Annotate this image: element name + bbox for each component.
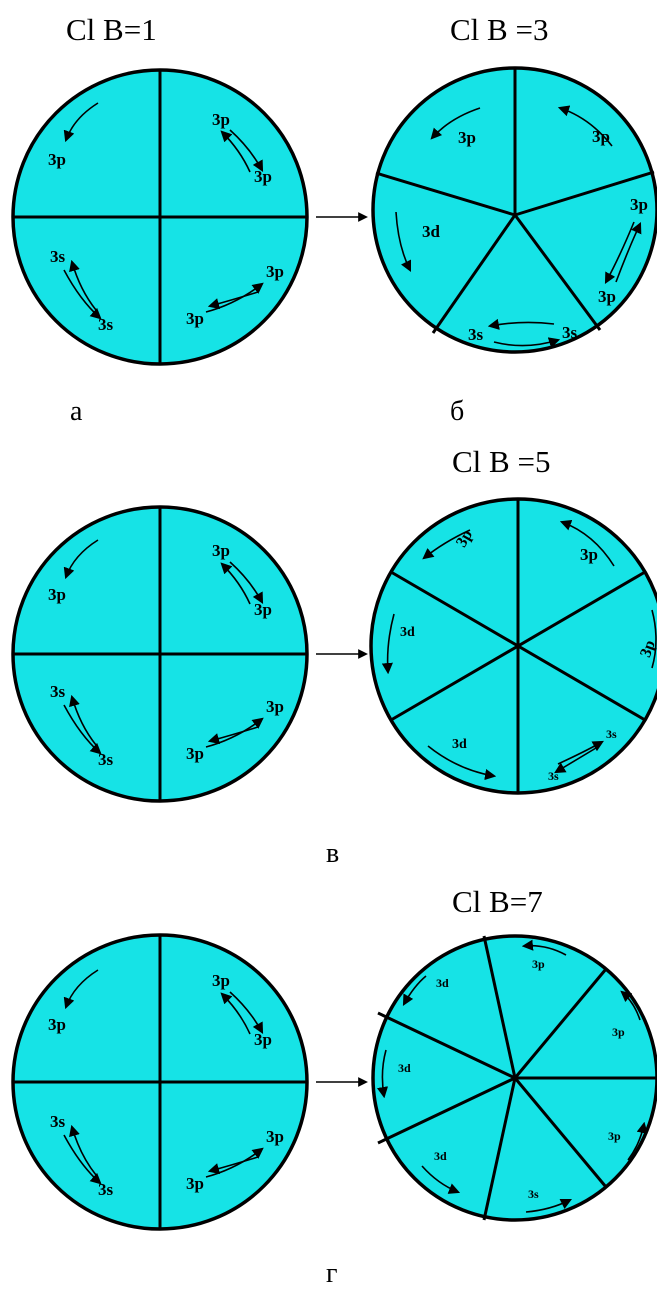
orbital-label: 3p xyxy=(186,1174,204,1193)
orbital-label: 3s xyxy=(468,325,484,344)
orbital-label: 3p xyxy=(458,128,476,147)
orbital-label: 3p xyxy=(212,971,230,990)
orbital-label: 3p xyxy=(254,600,272,619)
panel-b-title: Cl B =3 xyxy=(450,12,548,47)
orbital-label: 3p xyxy=(266,697,284,716)
circle-g-four-sectors: 3p 3p 3p 3s 3s 3p 3p xyxy=(13,935,307,1229)
label-v: в xyxy=(326,838,339,869)
circle-g-seven-sectors: 3p 3p 3p 3s 3d 3d 3d xyxy=(373,936,657,1220)
orbital-label: 3p xyxy=(186,744,204,763)
orbital-label: 3s xyxy=(606,727,617,741)
orbital-label: 3s xyxy=(50,682,66,701)
orbital-label: 3p xyxy=(266,262,284,281)
circle-a-four-sectors: 3p 3p 3p 3s 3s 3p 3p xyxy=(13,70,307,364)
orbital-label: 3p xyxy=(630,195,648,214)
circle-v-six-sectors: 3p 3p 3p 3s 3s 3d 3d xyxy=(371,499,657,793)
orbital-label: 3p xyxy=(212,110,230,129)
orbital-label: 3p xyxy=(48,150,66,169)
orbital-label: 3p xyxy=(266,1127,284,1146)
orbital-label: 3d xyxy=(422,222,441,241)
orbital-label: 3s xyxy=(98,750,114,769)
orbital-label: 3p xyxy=(48,1015,66,1034)
orbital-label: 3s xyxy=(562,323,578,342)
orbital-label: 3d xyxy=(400,625,415,640)
circle-v-four-sectors: 3p 3p 3p 3s 3s 3p 3p xyxy=(13,507,307,801)
orbital-label: 3p xyxy=(532,957,545,971)
orbital-label: 3p xyxy=(580,545,598,564)
label-a: а xyxy=(70,396,83,427)
label-g: г xyxy=(326,1258,337,1289)
orbital-label: 3p xyxy=(254,1030,272,1049)
panel-g-title: Cl B=7 xyxy=(452,884,543,919)
orbital-label: 3d xyxy=(398,1061,411,1075)
orbital-label: 3s xyxy=(98,315,114,334)
orbital-label: 3s xyxy=(50,1112,66,1131)
orbital-label: 3p xyxy=(608,1129,621,1143)
orbital-label: 3s xyxy=(528,1187,539,1201)
orbital-label: 3p xyxy=(186,309,204,328)
label-b: б xyxy=(450,396,464,427)
orbital-label: 3p xyxy=(254,167,272,186)
orbital-label: 3p xyxy=(592,127,610,146)
orbital-label: 3p xyxy=(48,585,66,604)
orbital-label: 3s xyxy=(98,1180,114,1199)
orbital-label: 3p xyxy=(212,541,230,560)
orbital-label: 3d xyxy=(434,1149,447,1163)
panel-a-title: Cl B=1 xyxy=(66,12,157,47)
orbital-label: 3d xyxy=(452,737,467,752)
orbital-label: 3d xyxy=(436,976,449,990)
orbital-label: 3s xyxy=(50,247,66,266)
circle-b-five-sectors: 3p 3p 3p 3p 3s 3s 3d xyxy=(373,68,657,352)
orbital-label: 3p xyxy=(612,1025,625,1039)
orbital-label: 3p xyxy=(598,287,616,306)
panel-v-title: Cl B =5 xyxy=(452,444,550,479)
circle-outline xyxy=(371,499,657,793)
